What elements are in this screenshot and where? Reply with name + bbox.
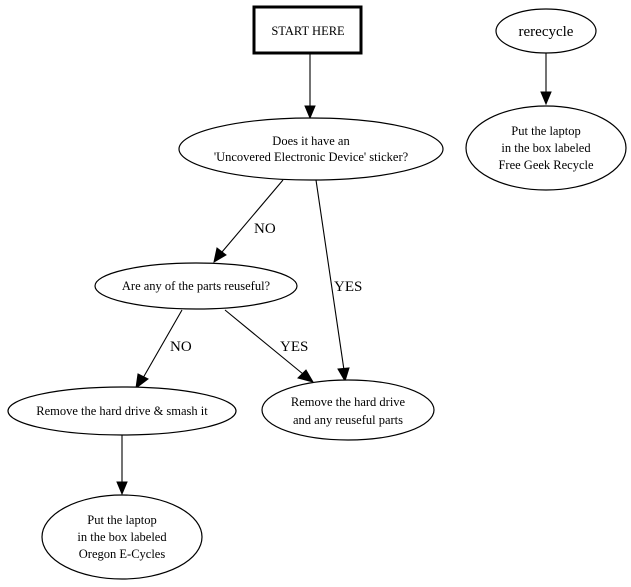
edge-labels: NO YES NO YES [170,221,362,355]
node-smash-drive-label: Remove the hard drive & smash it [36,404,208,418]
edge-label-parts-no: NO [170,339,192,355]
node-parts-question-label: Are any of the parts reuseful? [122,279,271,293]
edges [116,53,552,496]
node-remove-parts: Remove the hard drive and any reuseful p… [261,379,435,441]
node-sticker-question-line-1: Does it have an [272,134,350,148]
node-oregon-ecycles: Put the laptop in the box labeled Oregon… [41,494,203,580]
node-oregon-ecycles-line-3: Oregon E-Cycles [79,547,166,561]
node-start: START HERE [252,5,363,55]
node-oregon-ecycles-line-2: in the box labeled [77,530,167,544]
node-sticker-question: Does it have an 'Uncovered Electronic De… [178,117,444,181]
edge-parts-to-remove-parts [224,309,315,383]
node-remove-parts-line-2: and any reuseful parts [293,413,403,427]
edge-label-sticker-yes: YES [334,279,362,295]
edge-label-parts-yes: YES [280,339,308,355]
node-smash-drive: Remove the hard drive & smash it [7,386,237,436]
edge-sticker-to-remove-parts [315,179,350,383]
node-start-label: START HERE [271,24,345,38]
node-free-geek: Put the laptop in the box labeled Free G… [465,105,627,191]
node-remove-parts-line-1: Remove the hard drive [291,395,406,409]
edge-start-to-sticker [304,53,316,120]
node-free-geek-line-2: in the box labeled [501,141,591,155]
edge-rerecycle-to-freegeek [540,53,552,106]
node-oregon-ecycles-line-1: Put the laptop [87,513,156,527]
edge-label-sticker-no: NO [254,221,276,237]
node-free-geek-line-3: Free Geek Recycle [498,158,594,172]
edge-sticker-to-parts [213,179,284,264]
node-rerecycle-label: rerecycle [519,24,574,40]
edge-smash-to-oregon [116,435,128,496]
node-parts-question: Are any of the parts reuseful? [94,262,298,310]
node-sticker-question-line-2: 'Uncovered Electronic Device' sticker? [214,150,409,164]
node-rerecycle: rerecycle [495,8,597,54]
edge-parts-to-smash [135,309,183,390]
node-free-geek-line-1: Put the laptop [511,124,580,138]
